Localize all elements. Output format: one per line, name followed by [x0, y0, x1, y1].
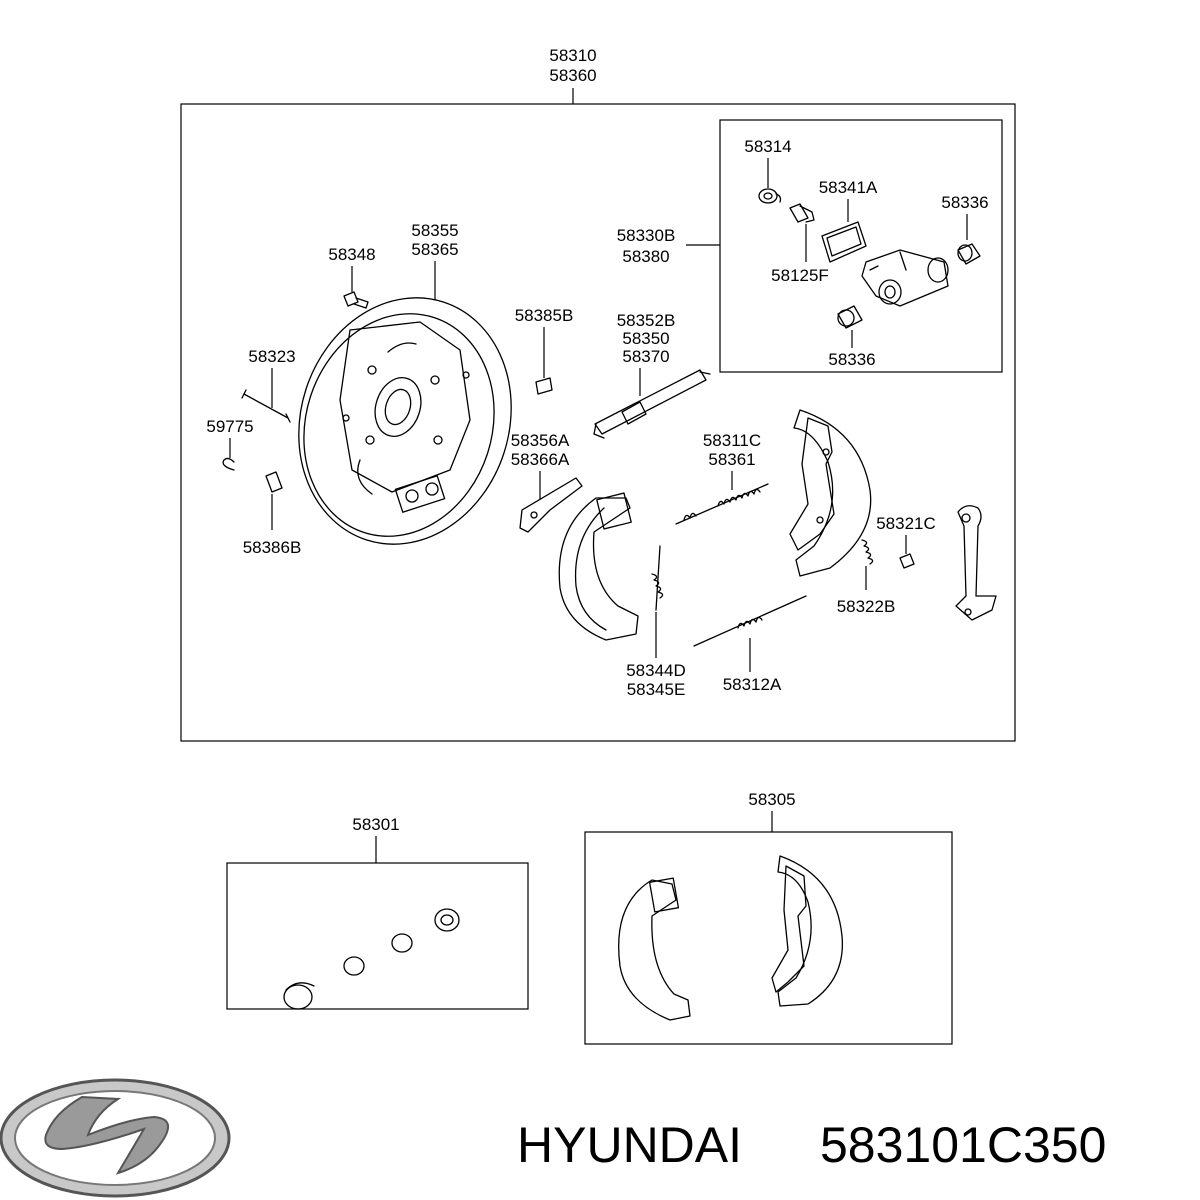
assembly-frame [180, 103, 1016, 742]
right-brake-shoe-part [789, 409, 872, 577]
label-58365: 58365 [411, 240, 458, 259]
return-spring-upper-part [675, 483, 769, 525]
label-58310: 58310 [549, 46, 596, 65]
retainer-clip-part [222, 457, 235, 471]
label-58314: 58314 [744, 137, 791, 156]
label-58312a: 58312A [723, 675, 782, 694]
label-58370: 58370 [622, 347, 669, 366]
label-58330b: 58330B [617, 226, 676, 245]
bolt-58348-part [343, 291, 369, 309]
bleeder-cap-part [758, 188, 782, 204]
adjuster-part [593, 369, 711, 439]
label-58348: 58348 [328, 245, 375, 264]
part-number: 583101C350 [820, 1117, 1106, 1173]
label-58336-top: 58336 [941, 193, 988, 212]
label-58350: 58350 [622, 329, 669, 348]
label-58125f: 58125F [771, 266, 829, 285]
cylinder-kit-frame [226, 862, 529, 1010]
plug-58386b-part [265, 471, 283, 493]
label-58345e: 58345E [627, 680, 686, 699]
bleeder-screw-part [789, 203, 815, 223]
label-58311c: 58311C [703, 431, 761, 450]
cylinder-cup-bottom-part [837, 305, 863, 329]
label-58385b: 58385B [515, 306, 574, 325]
shoe-kit-frame [584, 831, 953, 1045]
parking-lever-part [955, 505, 997, 621]
cylinder-kit-parts [283, 908, 460, 1010]
label-58344d: 58344D [626, 661, 686, 680]
label-59775: 59775 [206, 417, 253, 436]
label-58321c: 58321C [876, 514, 936, 533]
label-58361: 58361 [708, 450, 755, 469]
bleeder-58385b-part [535, 377, 553, 395]
label-58355: 58355 [411, 221, 458, 240]
label-58323: 58323 [248, 347, 295, 366]
hold-down-spring-part [651, 545, 664, 611]
wheel-cylinder-frame [719, 119, 1003, 373]
label-58322b: 58322B [837, 597, 896, 616]
label-58386b: 58386B [243, 538, 302, 557]
spring-cup-part [899, 553, 915, 569]
label-58352b: 58352B [617, 311, 676, 330]
left-brake-shoe-part [558, 492, 639, 641]
label-58360: 58360 [549, 66, 596, 85]
cylinder-cup-top-part [957, 243, 981, 265]
wheel-cylinder-part [861, 249, 949, 307]
hold-down-pin-part [241, 389, 291, 423]
label-58305: 58305 [748, 790, 795, 809]
label-58366a: 58366A [511, 450, 570, 469]
label-58356a: 58356A [511, 431, 570, 450]
label-58380: 58380 [622, 247, 669, 266]
label-58341a: 58341A [819, 178, 878, 197]
hyundai-logo-icon [0, 1078, 231, 1198]
spring-58322b-part [861, 539, 874, 565]
return-spring-lower-part [693, 595, 807, 647]
brand-name: HYUNDAI [517, 1117, 742, 1173]
label-58301: 58301 [352, 815, 399, 834]
gasket-part [821, 221, 867, 263]
shoe-kit-parts [618, 855, 844, 1021]
backing-plate-part [298, 297, 512, 545]
adjusting-lever-part [519, 477, 583, 533]
label-58336-bottom: 58336 [828, 350, 875, 369]
